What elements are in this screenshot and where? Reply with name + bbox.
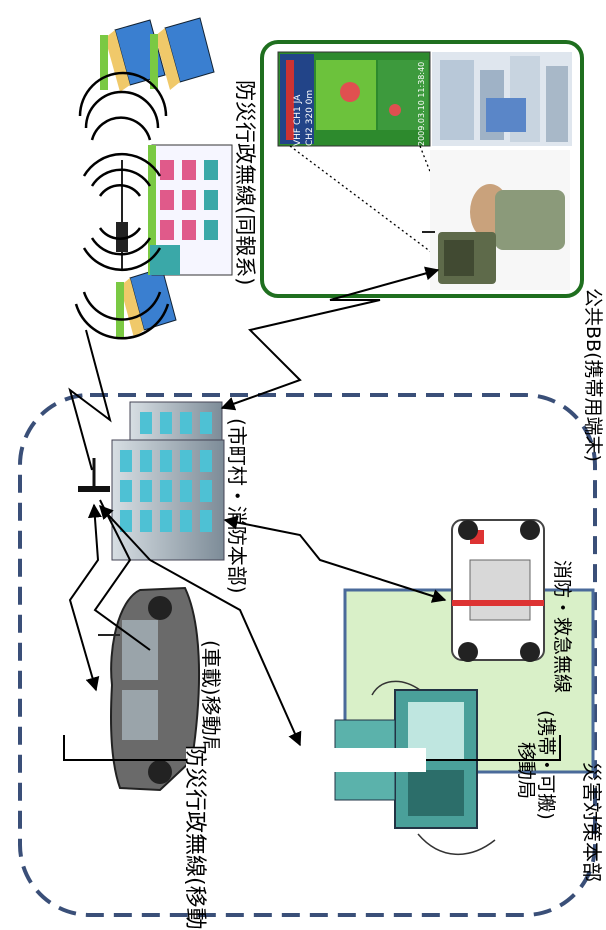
city-photo — [432, 52, 572, 146]
label-shasai: (車載)移動局 — [199, 640, 223, 756]
screen-line-1: VHF CH1 JA — [293, 94, 303, 146]
house-top-left — [150, 17, 215, 90]
label-shoubou-kyukyu: 消防・救急無線 — [551, 560, 573, 693]
person-with-terminal — [422, 150, 570, 290]
terminal-screen: VHF CH1 JA CH2 320 0m 2009.03.10 11:38:4… — [277, 51, 431, 147]
mobile-system-boundary — [18, 393, 597, 917]
screen-line-2: CH2 320 0m — [305, 90, 315, 146]
broadcast-building — [148, 144, 233, 276]
ambulance — [451, 519, 545, 662]
outdoor-speaker — [116, 160, 128, 270]
public-bb-panel: VHF CH1 JA CH2 320 0m 2009.03.10 11:38:4… — [260, 40, 584, 298]
hq-building — [78, 401, 225, 561]
radio-waves — [74, 71, 170, 340]
label-keitai-kahan-1: (携帯・可搬) — [535, 710, 557, 820]
label-honbu: (市町村・消防本部) — [225, 418, 249, 594]
screen-line-3: 2009.03.10 11:38:40 — [417, 62, 426, 146]
label-keitai-kahan-2: 移動局 — [515, 742, 537, 799]
label-koukyou-bb: 公共BB(携帯用端末) — [582, 288, 604, 462]
label-bousai-douhou: 防災行政無線(同報系) — [233, 80, 257, 285]
bottom-box-text: 災害対策本部 — [580, 762, 604, 882]
radio-links — [68, 266, 447, 747]
house-lower — [116, 267, 177, 338]
label-bousai-idou: 防災行政無線(移動系) — [182, 745, 207, 930]
